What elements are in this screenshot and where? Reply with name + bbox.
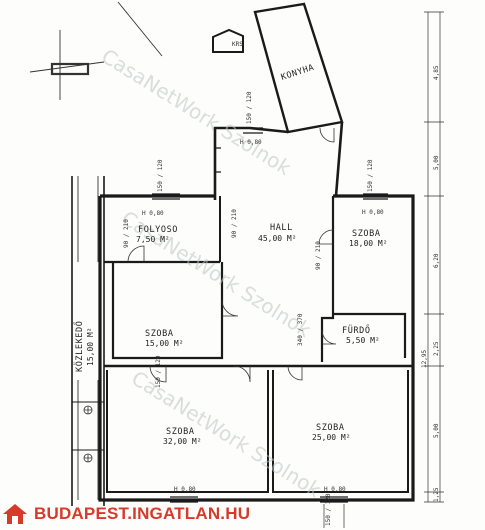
logo-text: BUDAPEST.INGATLAN.HU <box>34 504 251 523</box>
window-hall <box>243 127 263 134</box>
opening-label: KRS <box>232 41 243 48</box>
room-labels: KONYHA FOLYOSO 7,50 M² HALL 45,00 M² SZO… <box>74 63 388 446</box>
room-area-szoba-15: 15,00 M² <box>145 339 184 348</box>
windows <box>152 127 388 503</box>
outer-wall <box>98 194 415 502</box>
room-area-hall: 45,00 M² <box>258 234 297 243</box>
room-label-szoba-15: SZOBA <box>145 329 174 339</box>
door-hall <box>233 365 251 383</box>
dimension-lines <box>323 11 444 528</box>
opening-label: 90 / 210 <box>123 219 130 248</box>
door-szoba-15 <box>221 299 239 317</box>
dimension-values: 4,85 5,00 6,20 2,25 5,00 1,25 12,95 <box>421 65 440 502</box>
dim-6-20: 6,20 <box>433 253 440 268</box>
opening-label: 90 / 210 <box>315 241 322 270</box>
opening-label: 150 / 120 <box>155 355 162 388</box>
room-label-konyha: KONYHA <box>280 63 316 83</box>
room-area-kozlekedo: 15,00 M² <box>86 327 95 366</box>
dim-4-85: 4,85 <box>433 65 440 80</box>
dim-5-00-lower: 5,00 <box>433 423 440 438</box>
corridor-symbols <box>83 405 93 463</box>
opening-label: H 0,80 <box>240 139 262 146</box>
room-label-furdo: FÜRDŐ <box>342 325 371 336</box>
room-label-szoba-25: SZOBA <box>316 423 345 433</box>
room-area-furdo: 5,50 M² <box>346 336 380 345</box>
dim-2-25: 2,25 <box>433 341 440 356</box>
opening-label: 90 / 210 <box>231 209 238 238</box>
room-label-szoba-32: SZOBA <box>166 427 195 437</box>
kozlekedo-walls <box>71 176 105 506</box>
furdo-walls <box>333 312 407 358</box>
door-folyoso <box>127 245 145 263</box>
dim-5-00: 5,00 <box>433 155 440 170</box>
svg-text:CasaNetWork Szolnok: CasaNetWork Szolnok <box>97 44 295 180</box>
door-szoba-18 <box>318 229 334 245</box>
watermarks: CasaNetWork Szolnok CasaNetWork Szolnok … <box>97 44 325 502</box>
house-logo-icon <box>3 504 27 524</box>
opening-label: H 0,80 <box>324 486 346 493</box>
kozlekedo-dividers <box>72 401 104 451</box>
kitchen-annex <box>212 28 244 53</box>
window-szoba-32 <box>170 496 198 503</box>
szoba-15-walls <box>111 262 224 360</box>
site-logo: BUDAPEST.INGATLAN.HU <box>0 502 250 526</box>
hall-north-wall <box>213 126 289 200</box>
walls <box>71 2 415 506</box>
opening-label: 150 / 120 <box>325 493 332 526</box>
door-furdo <box>321 329 337 345</box>
opening-label: H 0,80 <box>362 209 384 216</box>
room-area-folyoso: 7,50 M² <box>136 235 170 244</box>
opening-labels: H 0,80 H 0,80 H 0,80 H 0,80 H 0,80 150 /… <box>123 41 384 526</box>
door-kitchen <box>319 127 335 143</box>
room-area-szoba-25: 25,00 M² <box>312 433 351 442</box>
room-label-kozlekedo: KÖZLEKEDŐ <box>74 321 85 372</box>
room-area-szoba-32: 32,00 M² <box>163 437 202 446</box>
room-label-hall: HALL <box>270 223 293 233</box>
dim-1-25: 1,25 <box>433 487 440 502</box>
room-label-szoba-18: SZOBA <box>352 229 381 239</box>
north-arrow <box>29 1 163 100</box>
opening-label: 150 / 120 <box>367 159 374 192</box>
window-hall-west <box>216 147 221 173</box>
window-szoba-25 <box>320 496 348 503</box>
opening-label: H 0,80 <box>174 486 196 493</box>
dim-total: 12,95 <box>421 350 428 368</box>
window-szoba-18 <box>363 193 388 200</box>
szoba-18-west-wall <box>320 196 335 362</box>
corridor-railing <box>77 176 99 500</box>
door-szoba-25 <box>287 365 303 381</box>
szoba-32-walls <box>106 370 269 493</box>
door-szoba-32 <box>149 365 167 383</box>
hall-east-wall <box>334 121 344 197</box>
room-area-szoba-18: 18,00 M² <box>349 239 388 248</box>
room-label-folyoso: FOLYOSO <box>138 225 178 235</box>
door-swings <box>127 127 337 383</box>
szoba-25-walls <box>272 370 409 493</box>
window-folyoso <box>152 193 180 200</box>
opening-label: 150 / 120 <box>246 91 253 124</box>
opening-label: 340 / 370 <box>297 313 304 346</box>
opening-label: H 0,80 <box>142 210 164 217</box>
opening-label: 150 / 120 <box>157 159 164 192</box>
